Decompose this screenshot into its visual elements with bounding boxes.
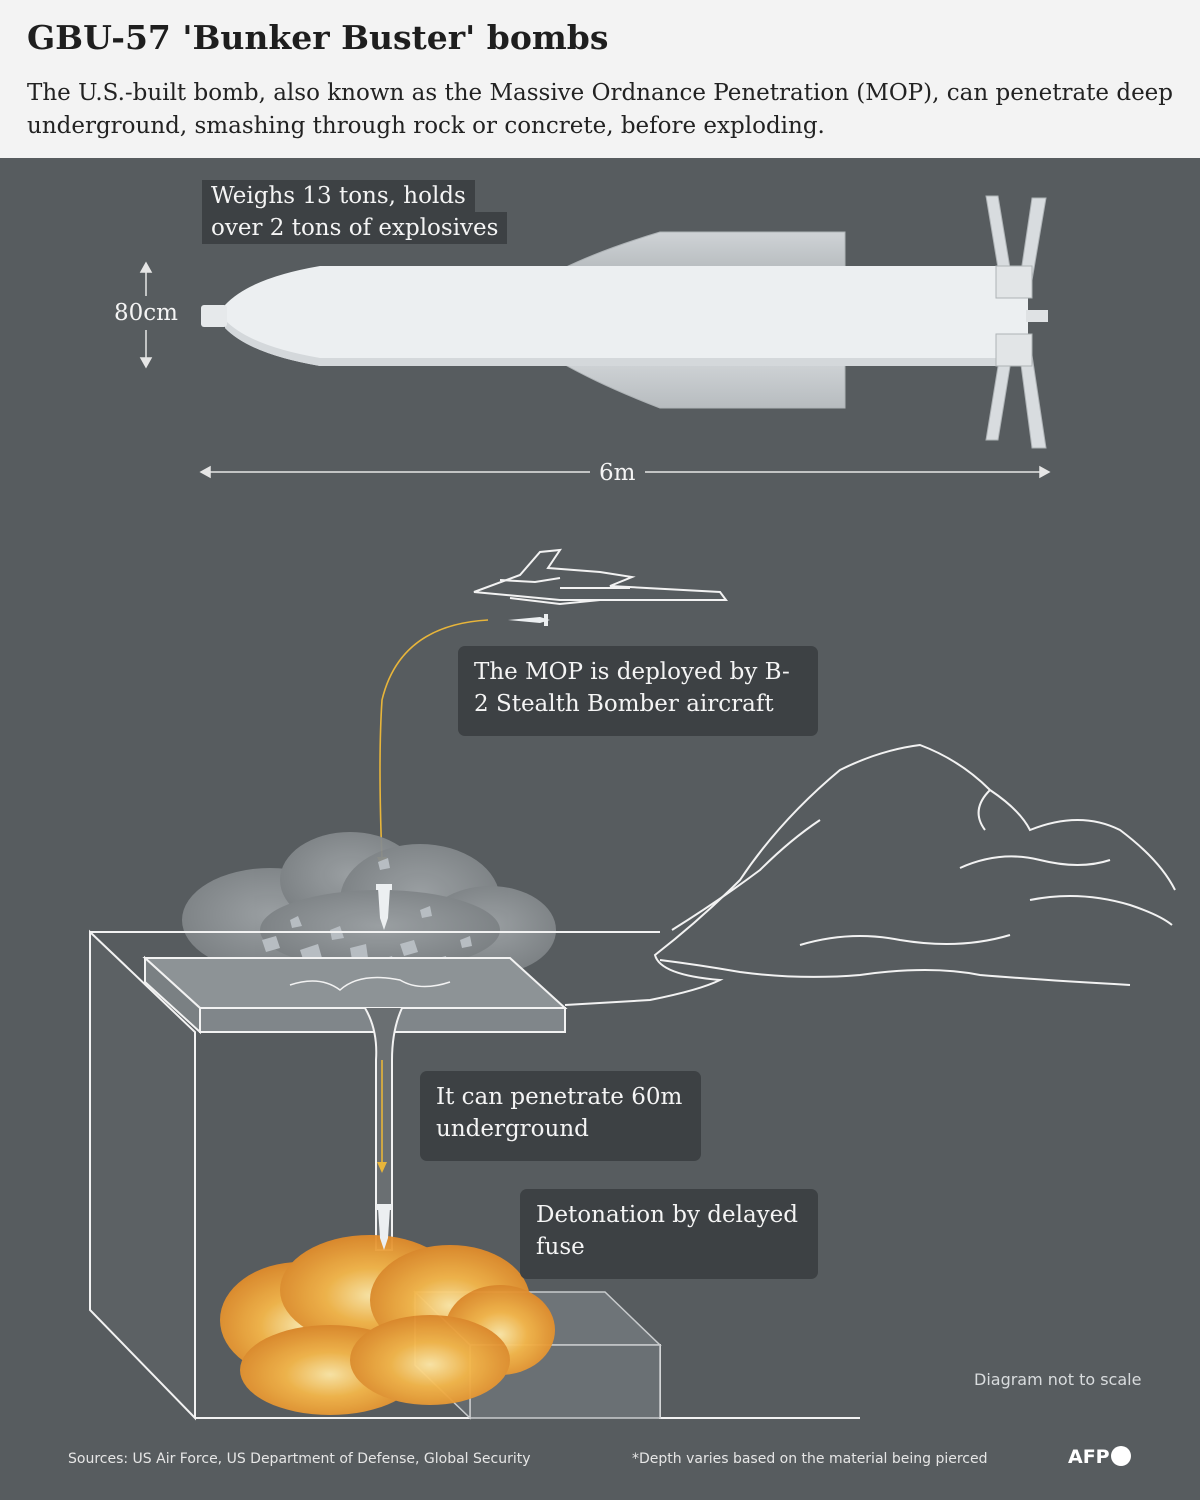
- explosion-fireball: [220, 1235, 555, 1415]
- page-title: GBU-57 'Bunker Buster' bombs: [27, 18, 609, 57]
- header: GBU-57 'Bunker Buster' bombs The U.S.-bu…: [0, 0, 1200, 158]
- trajectory-arrow: [379, 619, 489, 861]
- afp-logo-dot-icon: [1110, 1446, 1131, 1466]
- weight-label-line1: Weighs 13 tons, holds: [202, 180, 475, 212]
- callout-deploy: The MOP is deployed by B-2 Stealth Bombe…: [458, 646, 818, 736]
- afp-logo: AFP: [1068, 1446, 1131, 1468]
- callout-detonate: Detonation by delayed fuse: [520, 1189, 818, 1279]
- bomb-fin-bottom: [558, 361, 846, 409]
- bomb-fin-top: [559, 231, 846, 271]
- bomb-illustration: [139, 195, 1051, 479]
- afp-logo-text: AFP: [1068, 1446, 1110, 1468]
- b2-bomber-illustration: [473, 548, 728, 606]
- depth-note: *Depth varies based on the material bein…: [632, 1451, 988, 1467]
- weight-label-line2: over 2 tons of explosives: [202, 212, 508, 244]
- detonated-bomb: [376, 1204, 392, 1250]
- mountain-outline: [564, 743, 1176, 1006]
- length-label: 6m: [599, 460, 636, 486]
- bomb-tail-fins: [985, 195, 1047, 449]
- page-subtitle: The U.S.-built bomb, also known as the M…: [27, 80, 1174, 139]
- weight-label: Weighs 13 tons, holds over 2 tons of exp…: [202, 180, 508, 244]
- bomb-nose: [201, 305, 227, 327]
- sources-note: Sources: US Air Force, US Department of …: [68, 1451, 531, 1467]
- not-to-scale-note: Diagram not to scale: [974, 1370, 1142, 1389]
- impact-smoke-cloud: [182, 832, 556, 974]
- impact-bomb: [376, 884, 392, 930]
- falling-bomb-small: [508, 614, 550, 626]
- bomb-body: [225, 266, 1028, 366]
- callout-penetrate: It can penetrate 60m underground: [420, 1071, 701, 1161]
- concrete-slab: [142, 955, 568, 1035]
- diameter-label: 80cm: [114, 300, 178, 326]
